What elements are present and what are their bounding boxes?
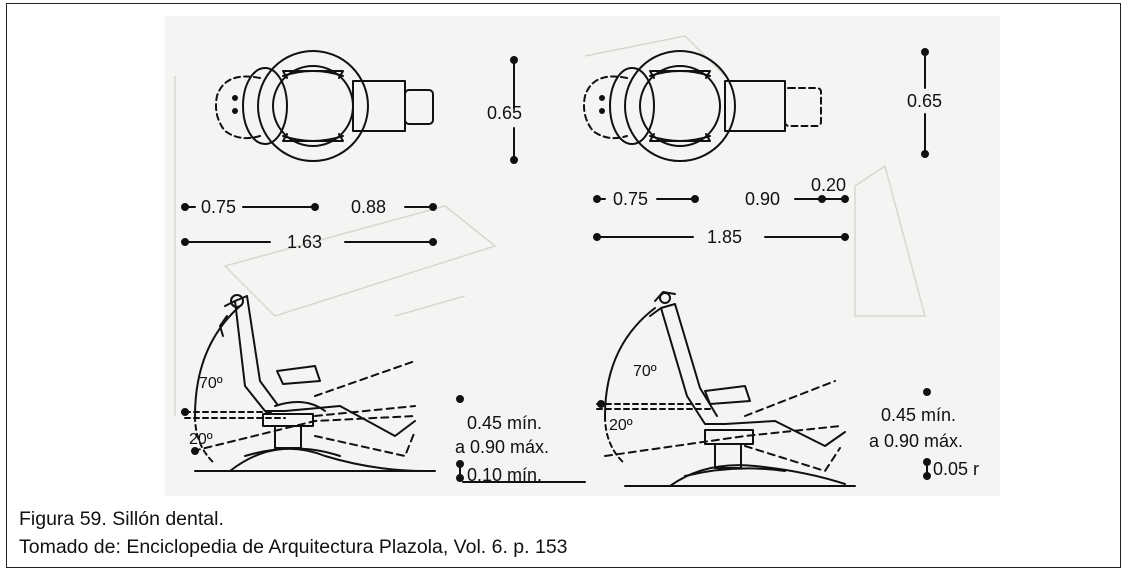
figure-caption-source: Tomado de: Enciclopedia de Arquitectura … — [19, 536, 568, 558]
dental-chair-illustration: 0.65 0.75 0.88 1.63 0.65 0.75 0.90 0.20 … — [165, 16, 1000, 496]
right-seg3-label: 0.20 — [811, 175, 847, 195]
right-height-max-label: a 0.90 máx. — [869, 431, 964, 451]
left-seg2-label: 0.88 — [351, 197, 387, 217]
line-drawing — [174, 35, 931, 487]
right-chair-plan — [583, 50, 822, 162]
right-width-dimension — [921, 48, 929, 158]
left-width-dimension — [510, 56, 518, 164]
right-seg1-label: 0.75 — [613, 189, 649, 209]
figure-frame: 0.65 0.75 0.88 1.63 0.65 0.75 0.90 0.20 … — [6, 3, 1121, 568]
right-length-dimensions — [593, 195, 849, 241]
left-height-min-label: 0.45 mín. — [467, 413, 543, 433]
right-height-marks — [923, 388, 931, 480]
right-angle-down-label: 20º — [609, 417, 633, 434]
right-seg2-label: 0.90 — [745, 189, 781, 209]
left-height-max-label: a 0.90 máx. — [455, 437, 550, 457]
left-length-dimensions — [181, 203, 437, 246]
left-width-label: 0.65 — [487, 103, 523, 123]
figure-caption-title: Figura 59. Sillón dental. — [19, 508, 224, 530]
left-total-label: 1.63 — [287, 232, 323, 252]
left-angle-up-label: 70º — [199, 375, 223, 392]
right-base-label: 0.05 r — [933, 459, 980, 479]
right-width-label: 0.65 — [907, 91, 943, 111]
left-seg1-label: 0.75 — [201, 197, 237, 217]
left-chair-elevation — [181, 294, 436, 472]
right-angle-up-label: 70º — [633, 363, 657, 380]
right-height-min-label: 0.45 mín. — [881, 405, 957, 425]
left-base-label: 0.10 mín. — [467, 465, 543, 485]
left-angle-down-label: 20º — [189, 431, 213, 448]
right-chair-elevation — [596, 291, 856, 487]
right-total-label: 1.85 — [707, 227, 743, 247]
left-chair-plan — [215, 50, 434, 162]
left-height-marks — [456, 395, 586, 483]
